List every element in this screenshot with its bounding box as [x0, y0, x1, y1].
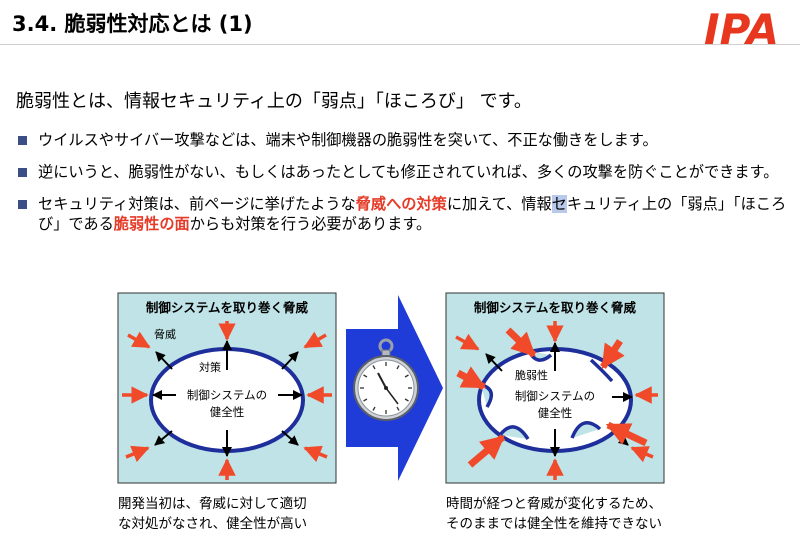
bullet-text-pre: セキュリティ対策は、前ページに挙げたような [38, 195, 356, 213]
right-center-line2: 健全性 [538, 406, 573, 420]
left-center-line2: 健全性 [210, 405, 245, 419]
vulnerability-diagram: 制御システムを取り巻く脅威 脅威 対策 制御システムの 健全性 [117, 292, 665, 484]
left-caption-line1: 開発当初は、脅威に対して適切 [118, 496, 307, 512]
text-selection-highlight: セ [551, 195, 567, 213]
right-box-title: 制御システムを取り巻く脅威 [474, 300, 637, 315]
stopwatch-icon [353, 338, 419, 421]
emphasis-vulnerability-aspect: 脆弱性の面 [113, 215, 190, 233]
right-threat-arrows [455, 321, 658, 480]
bullet-item: 逆にいうと、脆弱性がない、もしくはあったとしても修正されていれば、多くの攻撃を防… [18, 162, 788, 182]
right-caption: 時間が経つと脅威が変化するため、 そのままでは健全性を維持できない [446, 494, 662, 534]
stopwatch-ticks [360, 362, 412, 414]
left-box-title: 制御システムを取り巻く脅威 [146, 300, 309, 315]
left-countermeasure-arrows [152, 340, 303, 457]
ipa-logo: IPA [704, 5, 779, 50]
left-threat-arrows [122, 321, 332, 480]
bullet-list: ウイルスやサイバー攻撃などは、端末や制御機器の脆弱性を突いて、不正な働きをします… [18, 130, 788, 246]
right-panel: 制御システムを取り巻く脅威 [445, 292, 665, 484]
left-panel: 制御システムを取り巻く脅威 脅威 対策 制御システムの 健全性 [117, 292, 337, 484]
page-title: 3.4. 脆弱性対応とは (1) [12, 12, 253, 36]
right-caption-line1: 時間が経つと脅威が変化するため、 [446, 496, 662, 512]
bullet-text-post: からも対策を行う必要があります。 [189, 215, 432, 233]
bullet-item: ウイルスやサイバー攻撃などは、端末や制御機器の脆弱性を突いて、不正な働きをします… [18, 130, 788, 150]
right-center-line1: 制御システムの [515, 389, 595, 403]
right-caption-line2: そのままでは健全性を維持できない [446, 516, 662, 532]
header-divider [0, 44, 800, 45]
bullet-text-mid: キュリティ上の「弱点」「ほころび」である [38, 195, 787, 233]
intro-text: 脆弱性とは、情報セキュリティ上の「弱点」「ほころび」 です。 [16, 91, 532, 112]
left-center-line1: 制御システムの [187, 388, 267, 402]
countermeasure-label: 対策 [199, 360, 221, 374]
left-caption-line2: な対処がなされ、健全性が高い [118, 516, 308, 532]
emphasis-threat-countermeasure: 脅威への対策 [355, 195, 447, 213]
bullet-marker [18, 200, 27, 209]
threat-label: 脅威 [154, 327, 176, 341]
bullet-text: ウイルスやサイバー攻撃などは、端末や制御機器の脆弱性を突いて、不正な働きをします… [38, 131, 658, 149]
left-caption: 開発当初は、脅威に対して適切 な対処がなされ、健全性が高い [118, 494, 307, 534]
bullet-item: セキュリティ対策は、前ページに挙げたような脅威への対策に加えて、情報セキュリティ… [18, 194, 788, 234]
bullet-text-mid: に加えて、情報 [446, 195, 552, 213]
bullet-text: 逆にいうと、脆弱性がない、もしくはあったとしても修正されていれば、多くの攻撃を防… [38, 163, 779, 181]
vulnerability-label: 脆弱性 [515, 368, 548, 382]
bullet-marker [18, 136, 27, 145]
ipa-logo-text: IPA [704, 5, 779, 50]
bullet-marker [18, 168, 27, 177]
right-strong-threat-arrows [456, 327, 648, 468]
